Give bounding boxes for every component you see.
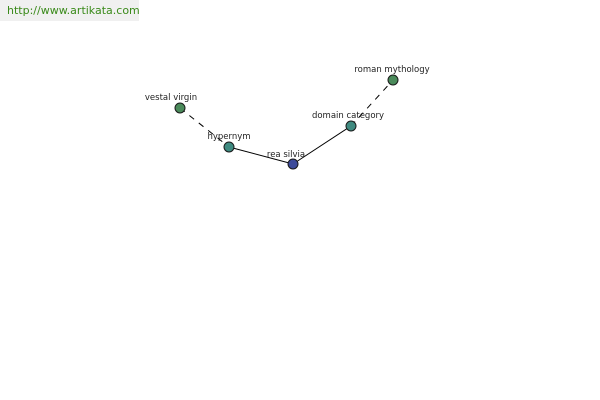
edge-rea-silvia-to-domain-category [292, 125, 352, 165]
node-label-vestal-virgin: vestal virgin [145, 93, 197, 103]
node-label-domain-category: domain category [312, 111, 384, 121]
edge-domain-category-to-roman-mythology [350, 79, 394, 127]
node-label-hypernym: hypernym [207, 132, 250, 142]
node-roman-mythology[interactable] [387, 74, 399, 86]
nodes-layer [174, 74, 399, 170]
node-label-rea-silvia: rea silvia [267, 150, 305, 160]
edge-hypernym-to-rea-silvia [228, 146, 294, 165]
node-vestal-virgin[interactable] [174, 102, 186, 114]
labels-layer: vestal virgin hypernym rea silvia domain ca… [145, 65, 430, 160]
node-label-roman-mythology: roman mythology [354, 65, 429, 75]
node-hypernym[interactable] [223, 141, 235, 153]
node-rea-silvia[interactable] [287, 158, 299, 170]
edge-vestal-virgin-to-hypernym [179, 107, 230, 148]
edges-layer [179, 79, 394, 165]
node-domain-category[interactable] [345, 120, 357, 132]
source-url-banner[interactable]: http://www.artikata.com [0, 0, 140, 21]
